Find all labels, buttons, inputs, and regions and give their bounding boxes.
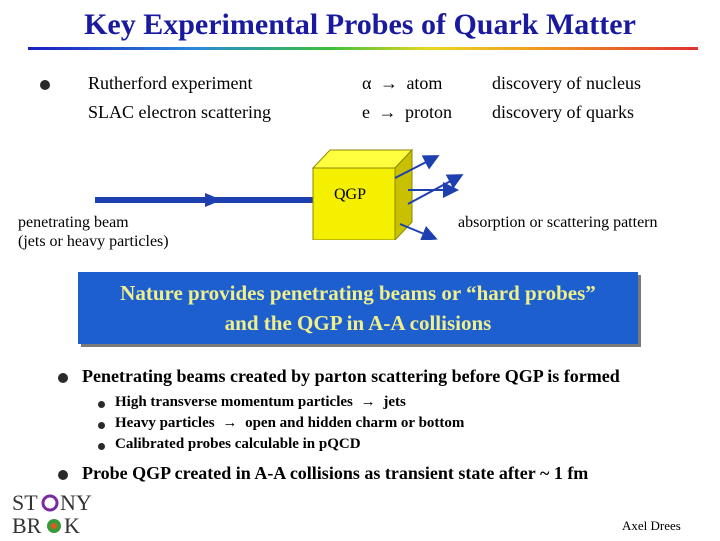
sub-bullet-heavy-particles: Heavy particles → open and hidden charm … — [115, 415, 464, 432]
beam-label-line1: penetrating beam — [18, 214, 129, 231]
title-underline — [28, 47, 698, 50]
sub-bullet-dot — [98, 422, 105, 429]
scatter-arrow-down — [399, 223, 438, 240]
svg-text:ST: ST — [12, 490, 38, 515]
sub-bullet-text: Heavy particles — [115, 415, 215, 431]
scatter-arrow-up — [394, 155, 440, 179]
process-lhs: α — [362, 73, 372, 93]
sub-bullet-text: jets — [383, 394, 406, 410]
right-arrow-icon: → — [378, 102, 397, 122]
stony-brook-logo: ST NY BR K — [10, 490, 105, 538]
process-rhs: proton — [405, 102, 452, 122]
sub-bullet-text: QCD — [327, 436, 361, 452]
sub-bullet-dot — [98, 443, 105, 450]
right-arrow-icon: → — [360, 394, 376, 410]
beam-arrow-icon — [205, 193, 222, 207]
bullet-dot — [58, 470, 68, 480]
sub-bullet-high-pt: High transverse momentum particles → jet… — [115, 394, 406, 411]
process-lhs: e — [362, 102, 370, 122]
svg-text:K: K — [64, 513, 80, 536]
beam-label-line2: (jets or heavy particles) — [18, 233, 169, 250]
process-rutherford: α → atom — [362, 73, 442, 94]
qgp-label: QGP — [334, 186, 367, 203]
experiment-rutherford: Rutherford experiment — [88, 73, 253, 93]
bullet-probe-qgp: Probe QGP created in A-A collisions as t… — [82, 463, 589, 483]
process-slac: e → proton — [362, 102, 452, 123]
scatter-arrow-diag — [407, 174, 464, 205]
sub-bullet-text: open and hidden charm or bottom — [245, 415, 465, 431]
right-arrow-icon: → — [379, 73, 398, 93]
probe-diagram — [95, 148, 464, 240]
process-rhs: atom — [406, 73, 443, 93]
experiment-slac: SLAC electron scattering — [88, 102, 271, 122]
callout-box: Nature provides penetrating beams or “ha… — [78, 272, 638, 344]
result-rutherford: discovery of nucleus — [492, 73, 641, 93]
bullet-dot — [40, 80, 50, 90]
sub-bullet-dot — [98, 401, 105, 408]
svg-text:BR: BR — [12, 513, 42, 536]
callout-line1: Nature provides penetrating beams or “ha… — [120, 281, 596, 305]
svg-text:NY: NY — [60, 490, 92, 515]
bullet-dot — [58, 373, 68, 383]
slide-title: Key Experimental Probes of Quark Matter — [84, 8, 636, 41]
sub-bullet-calibrated-probes: Calibrated probes calculable in pQCD — [115, 436, 361, 453]
scatter-label: absorption or scattering pattern — [458, 214, 658, 231]
result-slac: discovery of quarks — [492, 102, 634, 122]
sub-bullet-text: Calibrated probes calculable in p — [115, 436, 328, 452]
sub-bullet-text: High transverse momentum particles — [115, 394, 353, 410]
bullet-penetrating-beams: Penetrating beams created by parton scat… — [82, 366, 620, 386]
author-name: Axel Drees — [622, 518, 681, 533]
right-arrow-icon: → — [222, 415, 238, 431]
stony-brook-logo-graphic: ST NY BR K — [12, 490, 92, 538]
callout-line2: and the QGP in A-A collisions — [224, 311, 492, 335]
